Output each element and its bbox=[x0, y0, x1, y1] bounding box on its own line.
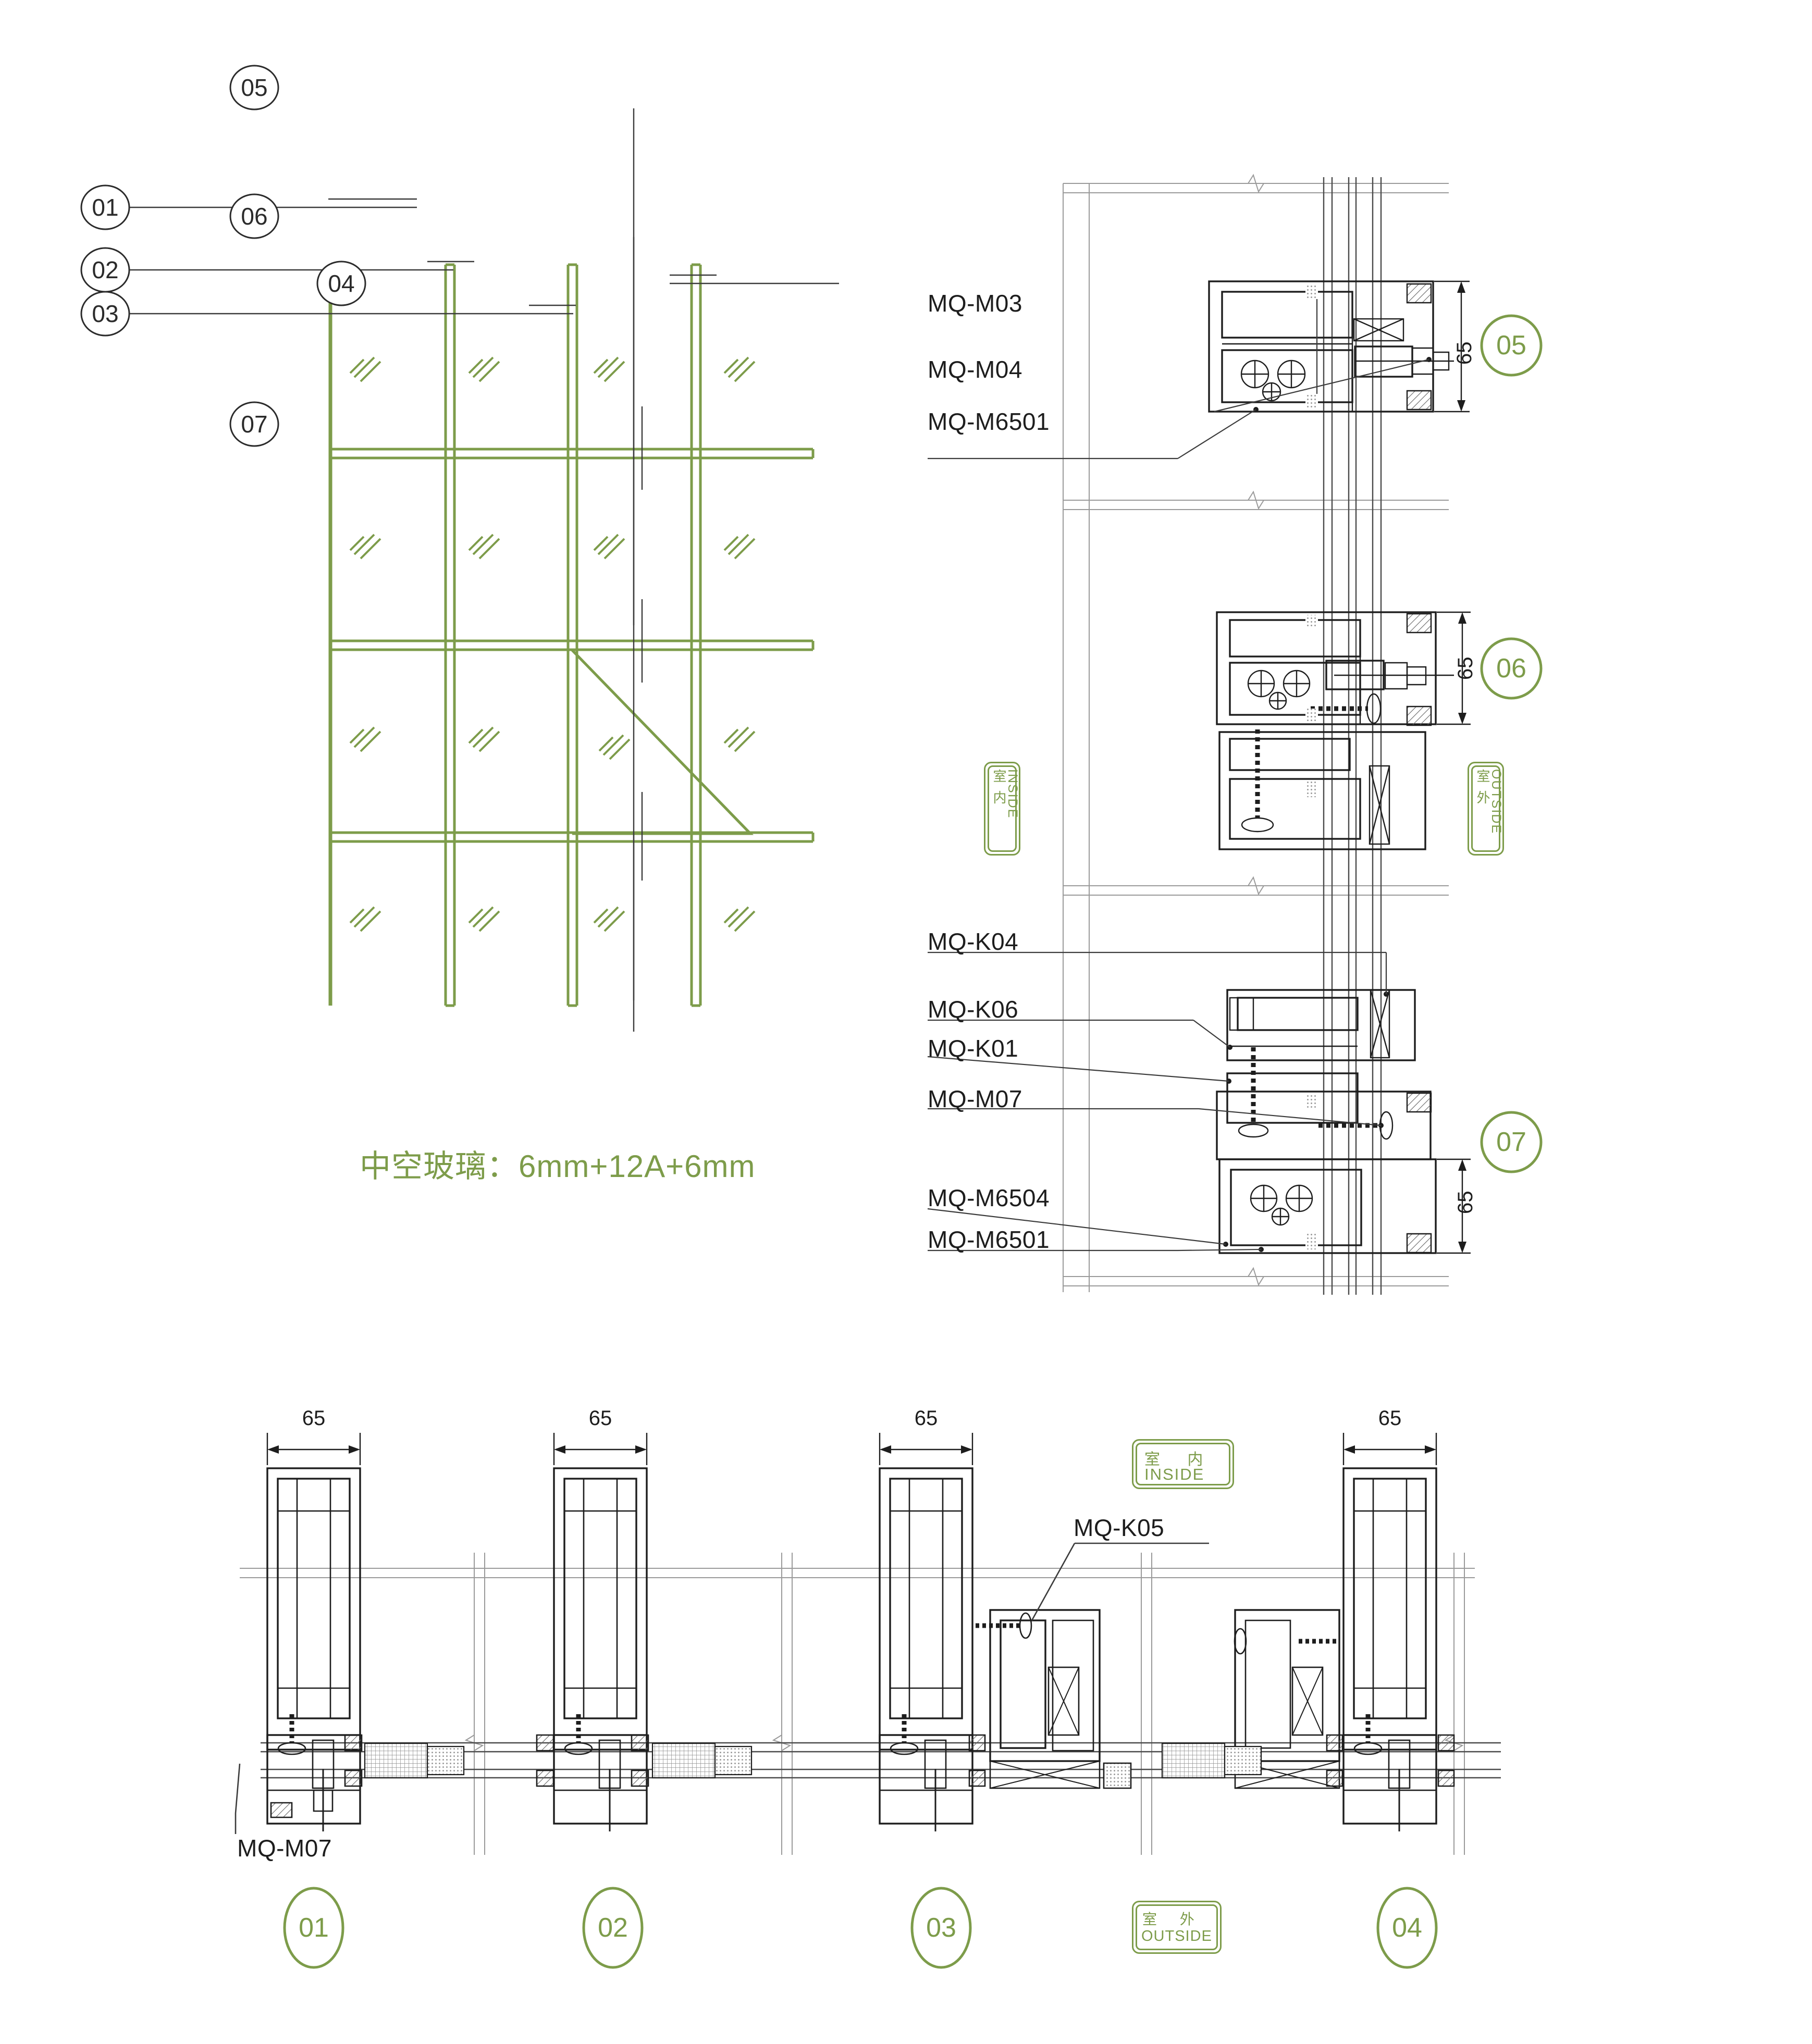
elevation-bubbles bbox=[80, 65, 366, 447]
inside-badge-en-left: INSIDE bbox=[1005, 769, 1020, 819]
detail-07-profile bbox=[927, 951, 1437, 1254]
dimension-65-detail-07: 65 bbox=[1454, 1191, 1477, 1215]
elevation-marker-03[interactable]: 03 bbox=[92, 300, 119, 327]
horizontal-section-glazing bbox=[261, 1742, 1501, 1779]
vertical-section-glazing bbox=[1323, 177, 1382, 1295]
part-label-mq-m6504: MQ-M6504 bbox=[928, 1184, 1050, 1211]
horizontal-section-mullions bbox=[266, 1467, 1455, 1831]
horizontal-section-dims bbox=[266, 1433, 1437, 1465]
elevation-marker-05[interactable]: 05 bbox=[241, 74, 268, 101]
orientation-badge-outside-right: 室 外 OUTSIDE bbox=[1468, 762, 1504, 856]
detail-marker-05[interactable]: 05 bbox=[1496, 330, 1526, 361]
section-marker-01[interactable]: 01 bbox=[299, 1913, 329, 1943]
part-label-mq-m6501-top: MQ-M6501 bbox=[928, 408, 1050, 435]
part-label-mq-m6501-bottom: MQ-M6501 bbox=[928, 1226, 1050, 1253]
part-label-mq-m07-vertical: MQ-M07 bbox=[928, 1085, 1022, 1112]
inside-badge-cn-bottom: 室 内 bbox=[1144, 1451, 1215, 1468]
inside-badge-en-bottom: INSIDE bbox=[1144, 1465, 1205, 1483]
orientation-badge-outside-bottom-section: 室 外 OUTSIDE bbox=[1132, 1901, 1222, 1954]
elevation-marker-01[interactable]: 01 bbox=[92, 194, 119, 221]
part-label-mq-m03: MQ-M03 bbox=[928, 290, 1022, 317]
horizontal-section-axes bbox=[240, 1553, 1475, 1855]
dimension-65-section-01: 65 bbox=[302, 1407, 326, 1430]
elevation-marker-02[interactable]: 02 bbox=[92, 256, 119, 283]
section-marker-02[interactable]: 02 bbox=[598, 1913, 628, 1943]
elevation-glass-marks bbox=[349, 356, 756, 932]
outside-badge-en-right: OUTSIDE bbox=[1489, 769, 1503, 835]
detail-marker-07[interactable]: 07 bbox=[1496, 1127, 1526, 1157]
elevation-marker-04[interactable]: 04 bbox=[328, 270, 355, 297]
dimension-65-detail-06: 65 bbox=[1454, 656, 1477, 680]
elevation-grid bbox=[328, 263, 815, 1007]
detail-06-profile bbox=[1216, 611, 1454, 850]
vertical-section-bubbles bbox=[1480, 314, 1543, 1173]
glass-spec-note: 中空玻璃：6mm+12A+6mm bbox=[360, 1149, 756, 1184]
dimension-65-section-04: 65 bbox=[1378, 1407, 1402, 1430]
horizontal-section-leaders bbox=[235, 1542, 1209, 1834]
dimension-65-detail-05: 65 bbox=[1453, 341, 1476, 365]
vertical-section-dims bbox=[1434, 280, 1471, 1254]
dimension-65-section-03: 65 bbox=[914, 1407, 938, 1430]
outside-badge-cn-bottom: 室 外 bbox=[1142, 1911, 1204, 1927]
vertical-section-axes bbox=[1063, 174, 1449, 1292]
detail-marker-06[interactable]: 06 bbox=[1496, 653, 1526, 684]
part-label-mq-k04: MQ-K04 bbox=[928, 928, 1019, 955]
elevation-marker-06[interactable]: 06 bbox=[241, 203, 268, 230]
inside-badge-cn-left: 室 内 bbox=[991, 769, 1007, 807]
dimension-65-section-02: 65 bbox=[588, 1407, 612, 1430]
section-marker-04[interactable]: 04 bbox=[1392, 1913, 1422, 1943]
part-label-mq-m07-horizontal: MQ-M07 bbox=[237, 1835, 332, 1862]
horizontal-section-bubbles bbox=[283, 1887, 1438, 1969]
part-label-mq-m04: MQ-M04 bbox=[928, 356, 1022, 383]
orientation-badge-inside-bottom-section: 室 内 INSIDE bbox=[1132, 1439, 1234, 1489]
outside-badge-cn-right: 室 外 bbox=[1475, 769, 1490, 807]
detail-05-profile bbox=[928, 280, 1454, 460]
part-label-mq-k01: MQ-K01 bbox=[928, 1035, 1019, 1062]
outside-badge-en-bottom: OUTSIDE bbox=[1141, 1928, 1212, 1944]
elevation-marker-07[interactable]: 07 bbox=[241, 411, 268, 438]
part-label-mq-k05: MQ-K05 bbox=[1074, 1514, 1165, 1541]
elevation-leaders bbox=[129, 108, 839, 1032]
part-label-mq-k06: MQ-K06 bbox=[928, 996, 1019, 1023]
section-marker-03[interactable]: 03 bbox=[926, 1913, 956, 1943]
orientation-badge-inside-left: 室 内 INSIDE bbox=[984, 762, 1020, 856]
